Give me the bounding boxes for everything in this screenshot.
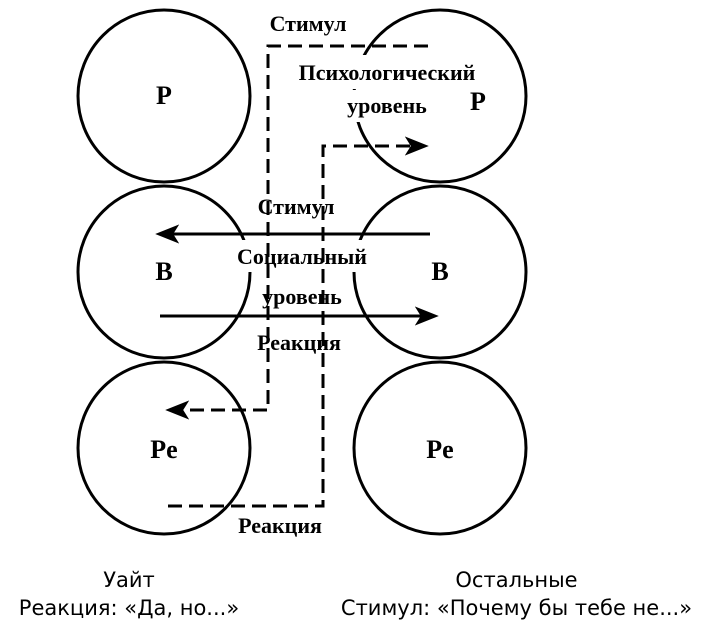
left-child-label: Pe <box>150 435 177 464</box>
left-person-name: Уайт <box>103 568 155 592</box>
social-level-label-2: уровень <box>262 284 342 309</box>
right-person-name: Остальные <box>455 568 578 592</box>
right-parent-label: P <box>470 87 486 116</box>
left-parent-circle <box>76 8 252 184</box>
social-level-label-1: Социальный <box>237 244 367 269</box>
right-person-caption: Остальные Стимул: «Почему бы тебе не...» <box>312 566 721 622</box>
left-person-caption: Уайт Реакция: «Да, но...» <box>0 566 258 622</box>
right-child-label: Pe <box>426 435 453 464</box>
psych-reaction-line <box>165 44 428 420</box>
left-person-reaction: Реакция: «Да, но...» <box>18 596 240 620</box>
left-parent-label: P <box>156 81 172 110</box>
psych-level-label-1: Психологический <box>299 60 476 85</box>
right-person-stimulus: Стимул: «Почему бы тебе не...» <box>340 596 693 620</box>
social-stimulus-label: Стимул <box>258 194 335 219</box>
right-child-circle <box>352 360 528 536</box>
left-child-circle <box>76 360 252 536</box>
psych-reaction-label: Реакция <box>238 513 322 538</box>
left-adult-label: B <box>155 257 172 286</box>
social-reaction-label: Реакция <box>257 330 341 355</box>
right-adult-label: B <box>431 257 448 286</box>
psych-level-label-2: уровень <box>347 93 427 118</box>
psych-stimulus-label: Стимул <box>270 11 347 36</box>
